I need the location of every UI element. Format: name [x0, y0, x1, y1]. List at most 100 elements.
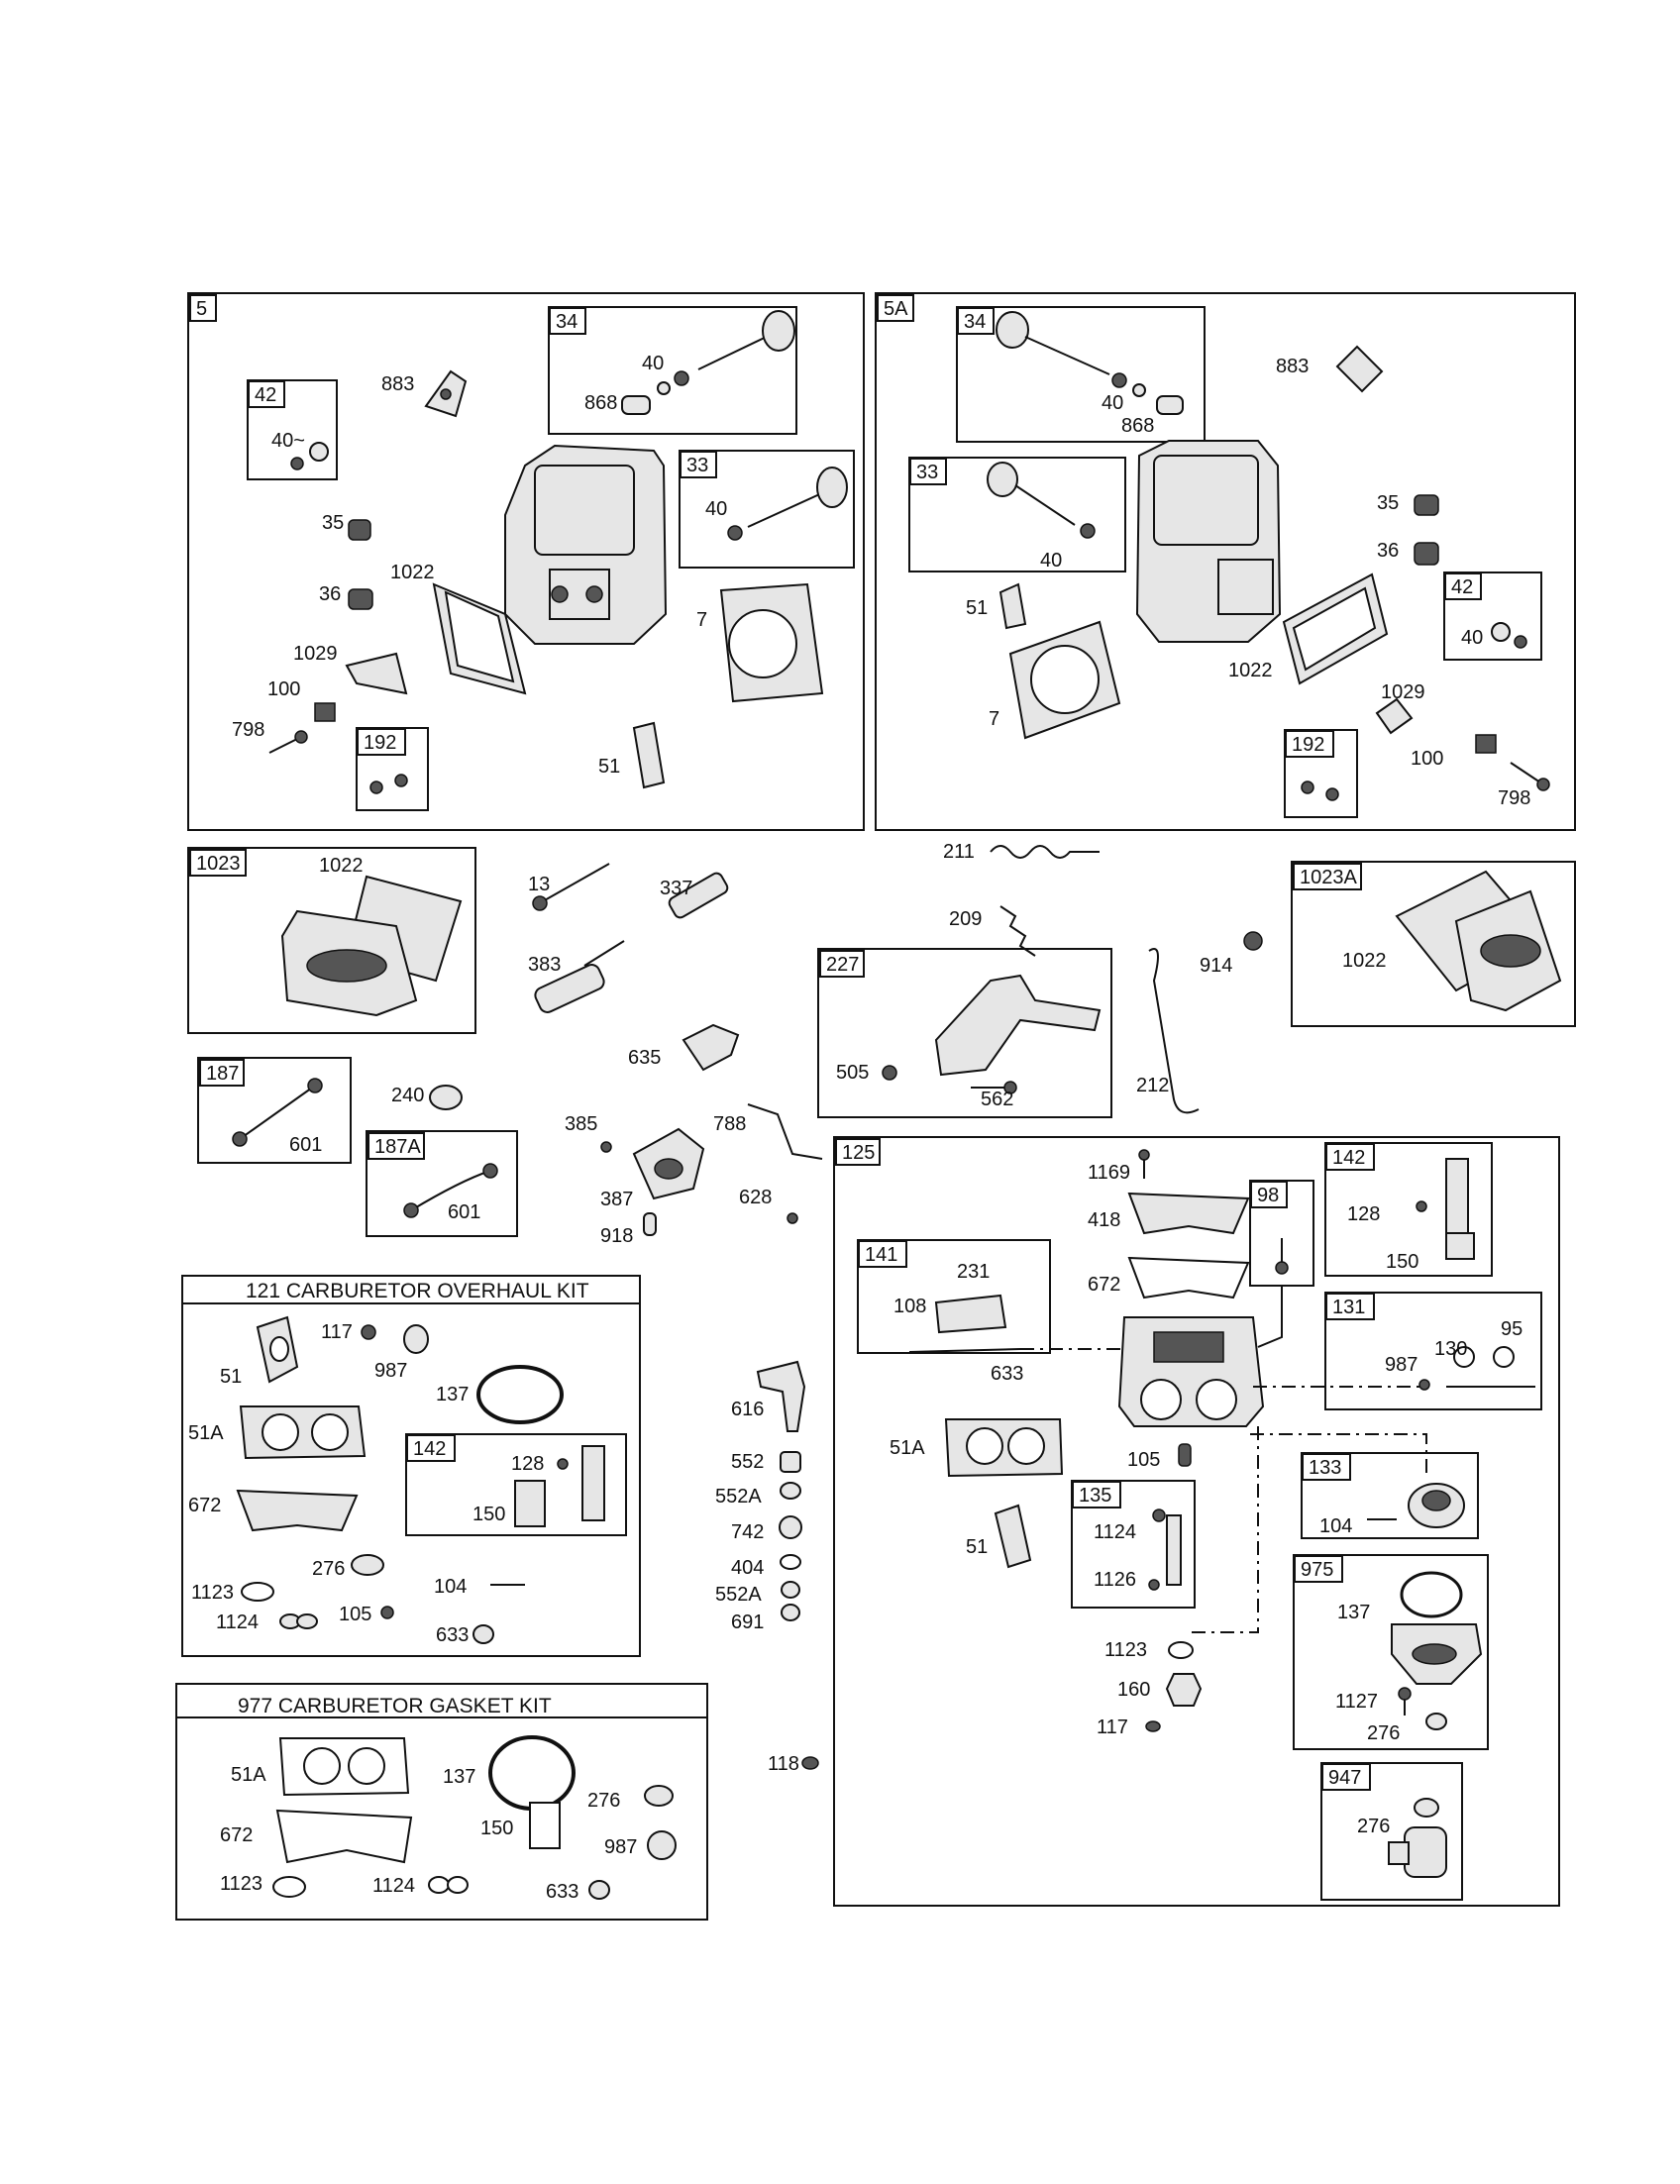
subpanel-192-tag-b: 192: [1292, 734, 1324, 756]
panel-5a: 5A 34 33 42 192: [875, 292, 1576, 831]
label-914: 914: [1200, 955, 1232, 977]
label-209: 209: [949, 908, 982, 930]
label-868-b: 868: [1121, 415, 1154, 437]
panel-1023: 1023 1022: [187, 847, 476, 1034]
subpanel-34-tag-b: 34: [964, 311, 986, 333]
label-40-sub42: 40~: [271, 430, 305, 452]
label-601-b: 601: [448, 1201, 480, 1223]
label-1022-b: 1022: [1228, 660, 1273, 681]
panel-1023-tag: 1023: [196, 853, 241, 875]
label-212: 212: [1136, 1075, 1169, 1096]
label-137-r: 137: [1337, 1602, 1370, 1623]
gasket-kit-title: 977 CARBURETOR GASKET KIT: [238, 1695, 552, 1717]
subpanel-34-tag: 34: [556, 311, 578, 333]
panel-187-tag: 187: [206, 1063, 239, 1085]
label-742: 742: [731, 1521, 764, 1543]
subpanel-33-tag-b: 33: [916, 462, 938, 483]
panel-125-tag: 125: [842, 1142, 875, 1164]
label-1022-d: 1022: [1342, 950, 1387, 972]
panel-5a-tag: 5A: [884, 298, 908, 320]
panel-187: 187 601: [197, 1057, 352, 1164]
label-387: 387: [600, 1189, 633, 1210]
label-150-r: 150: [1386, 1251, 1418, 1273]
label-150-g: 150: [480, 1818, 513, 1839]
label-276-g: 276: [587, 1790, 620, 1812]
label-1123: 1123: [191, 1582, 234, 1604]
label-51-b: 51: [966, 597, 988, 619]
label-117-r: 117: [1097, 1716, 1128, 1738]
label-1169: 1169: [1088, 1162, 1130, 1184]
subpanel-135-tag: 135: [1079, 1485, 1111, 1507]
label-691: 691: [731, 1612, 764, 1633]
subpanel-192-tag: 192: [364, 732, 396, 754]
label-883-b: 883: [1276, 356, 1309, 377]
panel-125: 125 98 142 141: [833, 1136, 1560, 1907]
panel-187a: 187A 601: [366, 1130, 518, 1237]
label-1022: 1022: [390, 562, 435, 583]
panel-187a-tag: 187A: [374, 1136, 421, 1158]
label-628: 628: [739, 1187, 772, 1208]
label-276-r2: 276: [1357, 1816, 1390, 1837]
label-798: 798: [232, 719, 264, 741]
subpanel-142-tag: 142: [413, 1438, 446, 1460]
label-562: 562: [981, 1089, 1013, 1110]
label-383: 383: [528, 954, 561, 976]
panel-227: 227 505 562: [817, 948, 1112, 1118]
label-100-b: 100: [1411, 748, 1443, 770]
label-1127: 1127: [1335, 1691, 1378, 1713]
label-105: 105: [339, 1604, 371, 1625]
label-100: 100: [267, 678, 300, 700]
label-40-sub42-b: 40: [1461, 627, 1483, 649]
middle-column-parts: 616 552 552A 742 404 552A 691 118: [715, 1360, 819, 1775]
subpanel-131-tag: 131: [1332, 1297, 1365, 1318]
label-105-r: 105: [1127, 1449, 1160, 1471]
label-987-g: 987: [604, 1836, 637, 1858]
label-95: 95: [1501, 1318, 1522, 1340]
middle-parts: 13 337 211 209 914 383 635 212 240 385 7…: [391, 841, 1263, 1247]
label-672-r: 672: [1088, 1274, 1120, 1296]
label-633-g: 633: [546, 1881, 578, 1903]
label-231: 231: [957, 1261, 990, 1283]
panel-5-tag: 5: [196, 298, 207, 320]
subpanel-33-tag: 33: [686, 455, 708, 476]
label-35-b: 35: [1377, 492, 1399, 514]
label-337: 337: [660, 878, 692, 899]
label-13: 13: [528, 874, 550, 895]
label-672-g: 672: [220, 1824, 253, 1846]
panel-227-tag: 227: [826, 954, 859, 976]
label-868: 868: [584, 392, 617, 414]
label-128: 128: [511, 1453, 544, 1475]
label-552a-2: 552A: [715, 1584, 762, 1606]
label-1124: 1124: [216, 1612, 259, 1633]
label-117: 117: [321, 1321, 353, 1343]
label-7-b: 7: [989, 708, 999, 730]
label-240: 240: [391, 1085, 424, 1106]
label-1126: 1126: [1094, 1569, 1136, 1591]
label-51a-r: 51A: [890, 1437, 925, 1459]
panel-1023a-tag: 1023A: [1300, 867, 1357, 888]
panel-121-overhaul-kit: 121 CARBURETOR OVERHAUL KIT 142 117 987 …: [181, 1275, 641, 1657]
label-798-b: 798: [1498, 787, 1530, 809]
label-552a: 552A: [715, 1486, 762, 1508]
label-987-r: 987: [1385, 1354, 1418, 1376]
label-108: 108: [893, 1296, 926, 1317]
label-276-r: 276: [1367, 1722, 1400, 1744]
subpanel-141-tag: 141: [865, 1244, 897, 1266]
label-404: 404: [731, 1557, 764, 1579]
label-552: 552: [731, 1451, 764, 1473]
subpanel-133-tag: 133: [1309, 1457, 1341, 1479]
label-160: 160: [1117, 1679, 1150, 1701]
label-601: 601: [289, 1134, 322, 1156]
label-128-r: 128: [1347, 1203, 1380, 1225]
label-418: 418: [1088, 1209, 1120, 1231]
label-788: 788: [713, 1113, 746, 1135]
label-633-r: 633: [991, 1363, 1023, 1385]
panel-5: 5 34 42 33: [187, 292, 865, 831]
label-1029-b: 1029: [1381, 681, 1425, 703]
label-35: 35: [322, 512, 344, 534]
label-1022-c: 1022: [319, 855, 364, 877]
label-635: 635: [628, 1047, 661, 1069]
label-1124-g: 1124: [372, 1875, 415, 1897]
label-1123-r: 1123: [1104, 1639, 1147, 1661]
